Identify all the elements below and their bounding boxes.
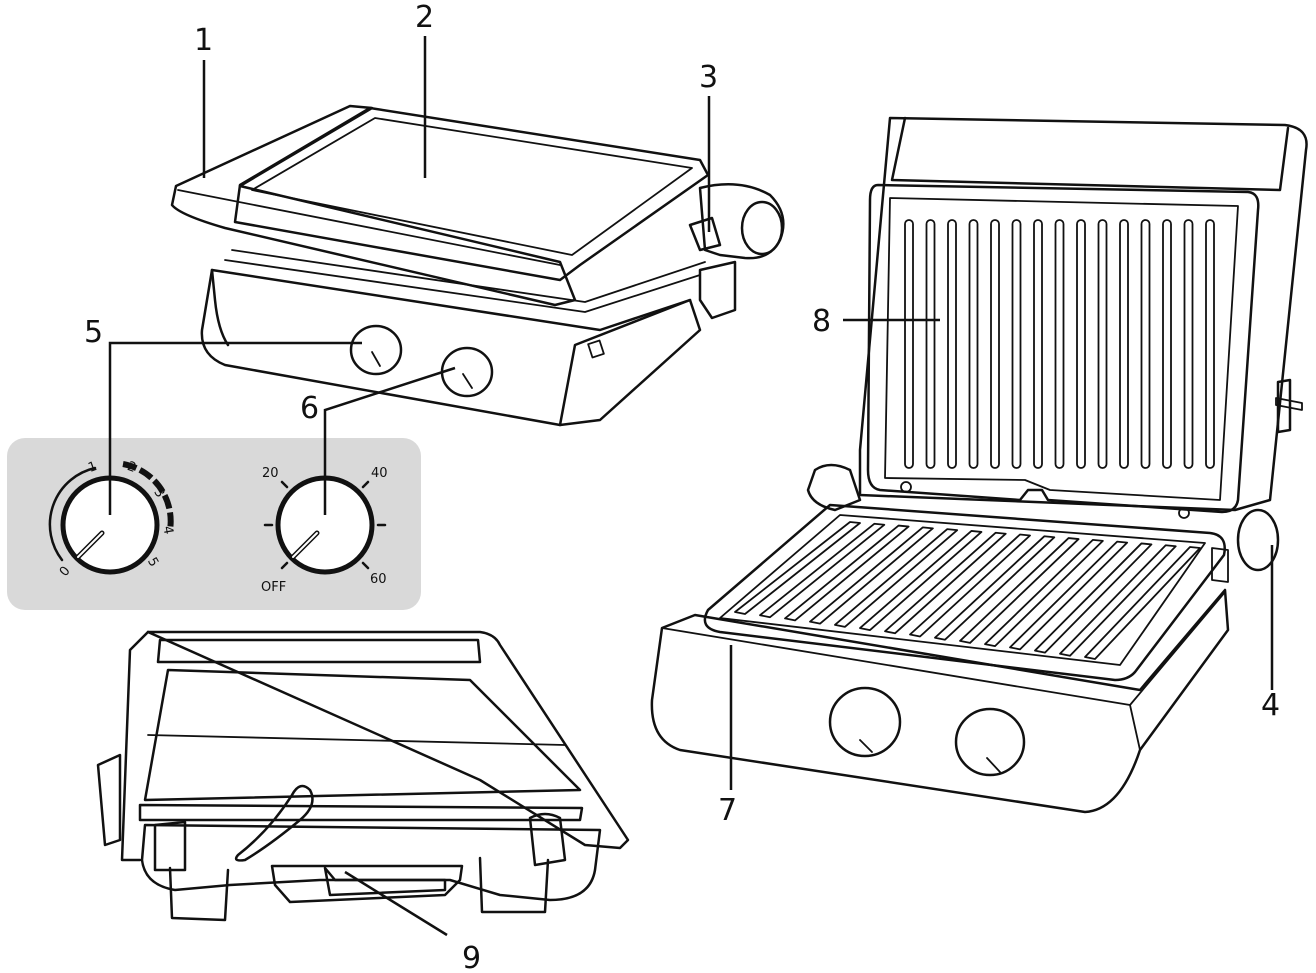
- upper-plate-ribs: [904, 219, 1215, 469]
- temperature-knob-open: [828, 686, 902, 758]
- upper-rib: [904, 219, 914, 469]
- upper-rib: [1119, 219, 1129, 469]
- rear-lid-plate: [143, 668, 582, 802]
- lower-rib: [809, 526, 934, 625]
- callout-numbers: 1 2 3 4 5 6 7 8 9: [84, 0, 1280, 973]
- power-cord: [234, 784, 314, 862]
- power-scale-4: 4: [159, 525, 175, 536]
- rear-base: [140, 823, 602, 902]
- upper-grill-plate: [866, 183, 1260, 514]
- upper-rib: [925, 219, 936, 469]
- upper-rib: [1054, 219, 1065, 469]
- lower-rib: [1009, 540, 1129, 651]
- upper-rib: [1140, 219, 1151, 469]
- timer-scale-20: 20: [262, 466, 279, 481]
- callout-8: 8: [812, 304, 831, 339]
- hinge-knob: [740, 200, 784, 256]
- lower-rib: [759, 522, 886, 619]
- lower-grill-plate: [703, 503, 1226, 682]
- callout-5: 5: [84, 315, 103, 350]
- lower-rib: [784, 524, 910, 622]
- upper-rib: [1183, 219, 1194, 469]
- leader-9: [344, 870, 448, 937]
- upper-rib: [990, 219, 1000, 469]
- base-body: [200, 268, 702, 427]
- lower-rib: [1084, 546, 1201, 660]
- upper-rib: [1205, 219, 1215, 469]
- lower-rib: [984, 538, 1104, 648]
- timer-scale-off: OFF: [261, 580, 286, 595]
- power-dial-thin-arc: [48, 466, 97, 562]
- timer-knob-closed: [440, 346, 494, 398]
- lower-rib: [884, 531, 1007, 635]
- lower-rib: [909, 533, 1031, 638]
- timer-knob-open: [954, 707, 1026, 777]
- open-grill-base: [650, 588, 1230, 814]
- rear-grill-illustration: [96, 630, 630, 922]
- lower-rib: [959, 537, 1080, 644]
- drip-tray: [270, 864, 464, 904]
- lower-rib: [859, 530, 983, 631]
- rear-lid-frame: [146, 630, 630, 850]
- hinge-lever: [688, 216, 722, 252]
- callout-7: 7: [718, 793, 737, 828]
- hinge-assembly: [698, 183, 785, 260]
- lower-rib: [1059, 544, 1177, 657]
- leader-lines: [108, 36, 1274, 937]
- open-grill-illustration: [650, 116, 1308, 814]
- lower-rib: [934, 535, 1056, 641]
- callout-1: 1: [194, 23, 213, 58]
- leader-5: [108, 341, 362, 515]
- upper-rib: [1097, 219, 1108, 469]
- lid-handle: [170, 104, 577, 307]
- callout-2: 2: [415, 0, 434, 35]
- lower-rib: [834, 528, 959, 628]
- upper-rib: [1076, 219, 1086, 469]
- upper-rib: [1033, 219, 1043, 469]
- callout-3: 3: [699, 60, 718, 95]
- lower-plate-ribs: [734, 521, 1201, 660]
- leader-6: [323, 366, 456, 515]
- timer-scale-60: 60: [370, 572, 387, 587]
- callout-4: 4: [1261, 688, 1280, 723]
- power-dial-level-arc: [122, 461, 174, 531]
- lower-rib: [734, 521, 861, 615]
- upper-rib: [1162, 219, 1172, 469]
- upper-rib: [947, 219, 957, 469]
- upper-rib: [1011, 219, 1022, 469]
- upper-rib: [968, 219, 979, 469]
- temperature-knob-closed: [349, 324, 403, 376]
- timer-dial: OFF 20 40 60: [261, 466, 388, 595]
- dial-inset-panel: 0 1 2 3 4 5 OFF 20 40 60: [7, 438, 421, 610]
- callout-6: 6: [300, 391, 319, 426]
- callout-9: 9: [462, 941, 481, 973]
- timer-scale-40: 40: [371, 466, 388, 481]
- lower-rib: [1034, 542, 1153, 654]
- closed-grill-illustration: [170, 104, 785, 427]
- hinge-knob-open: [1236, 508, 1280, 572]
